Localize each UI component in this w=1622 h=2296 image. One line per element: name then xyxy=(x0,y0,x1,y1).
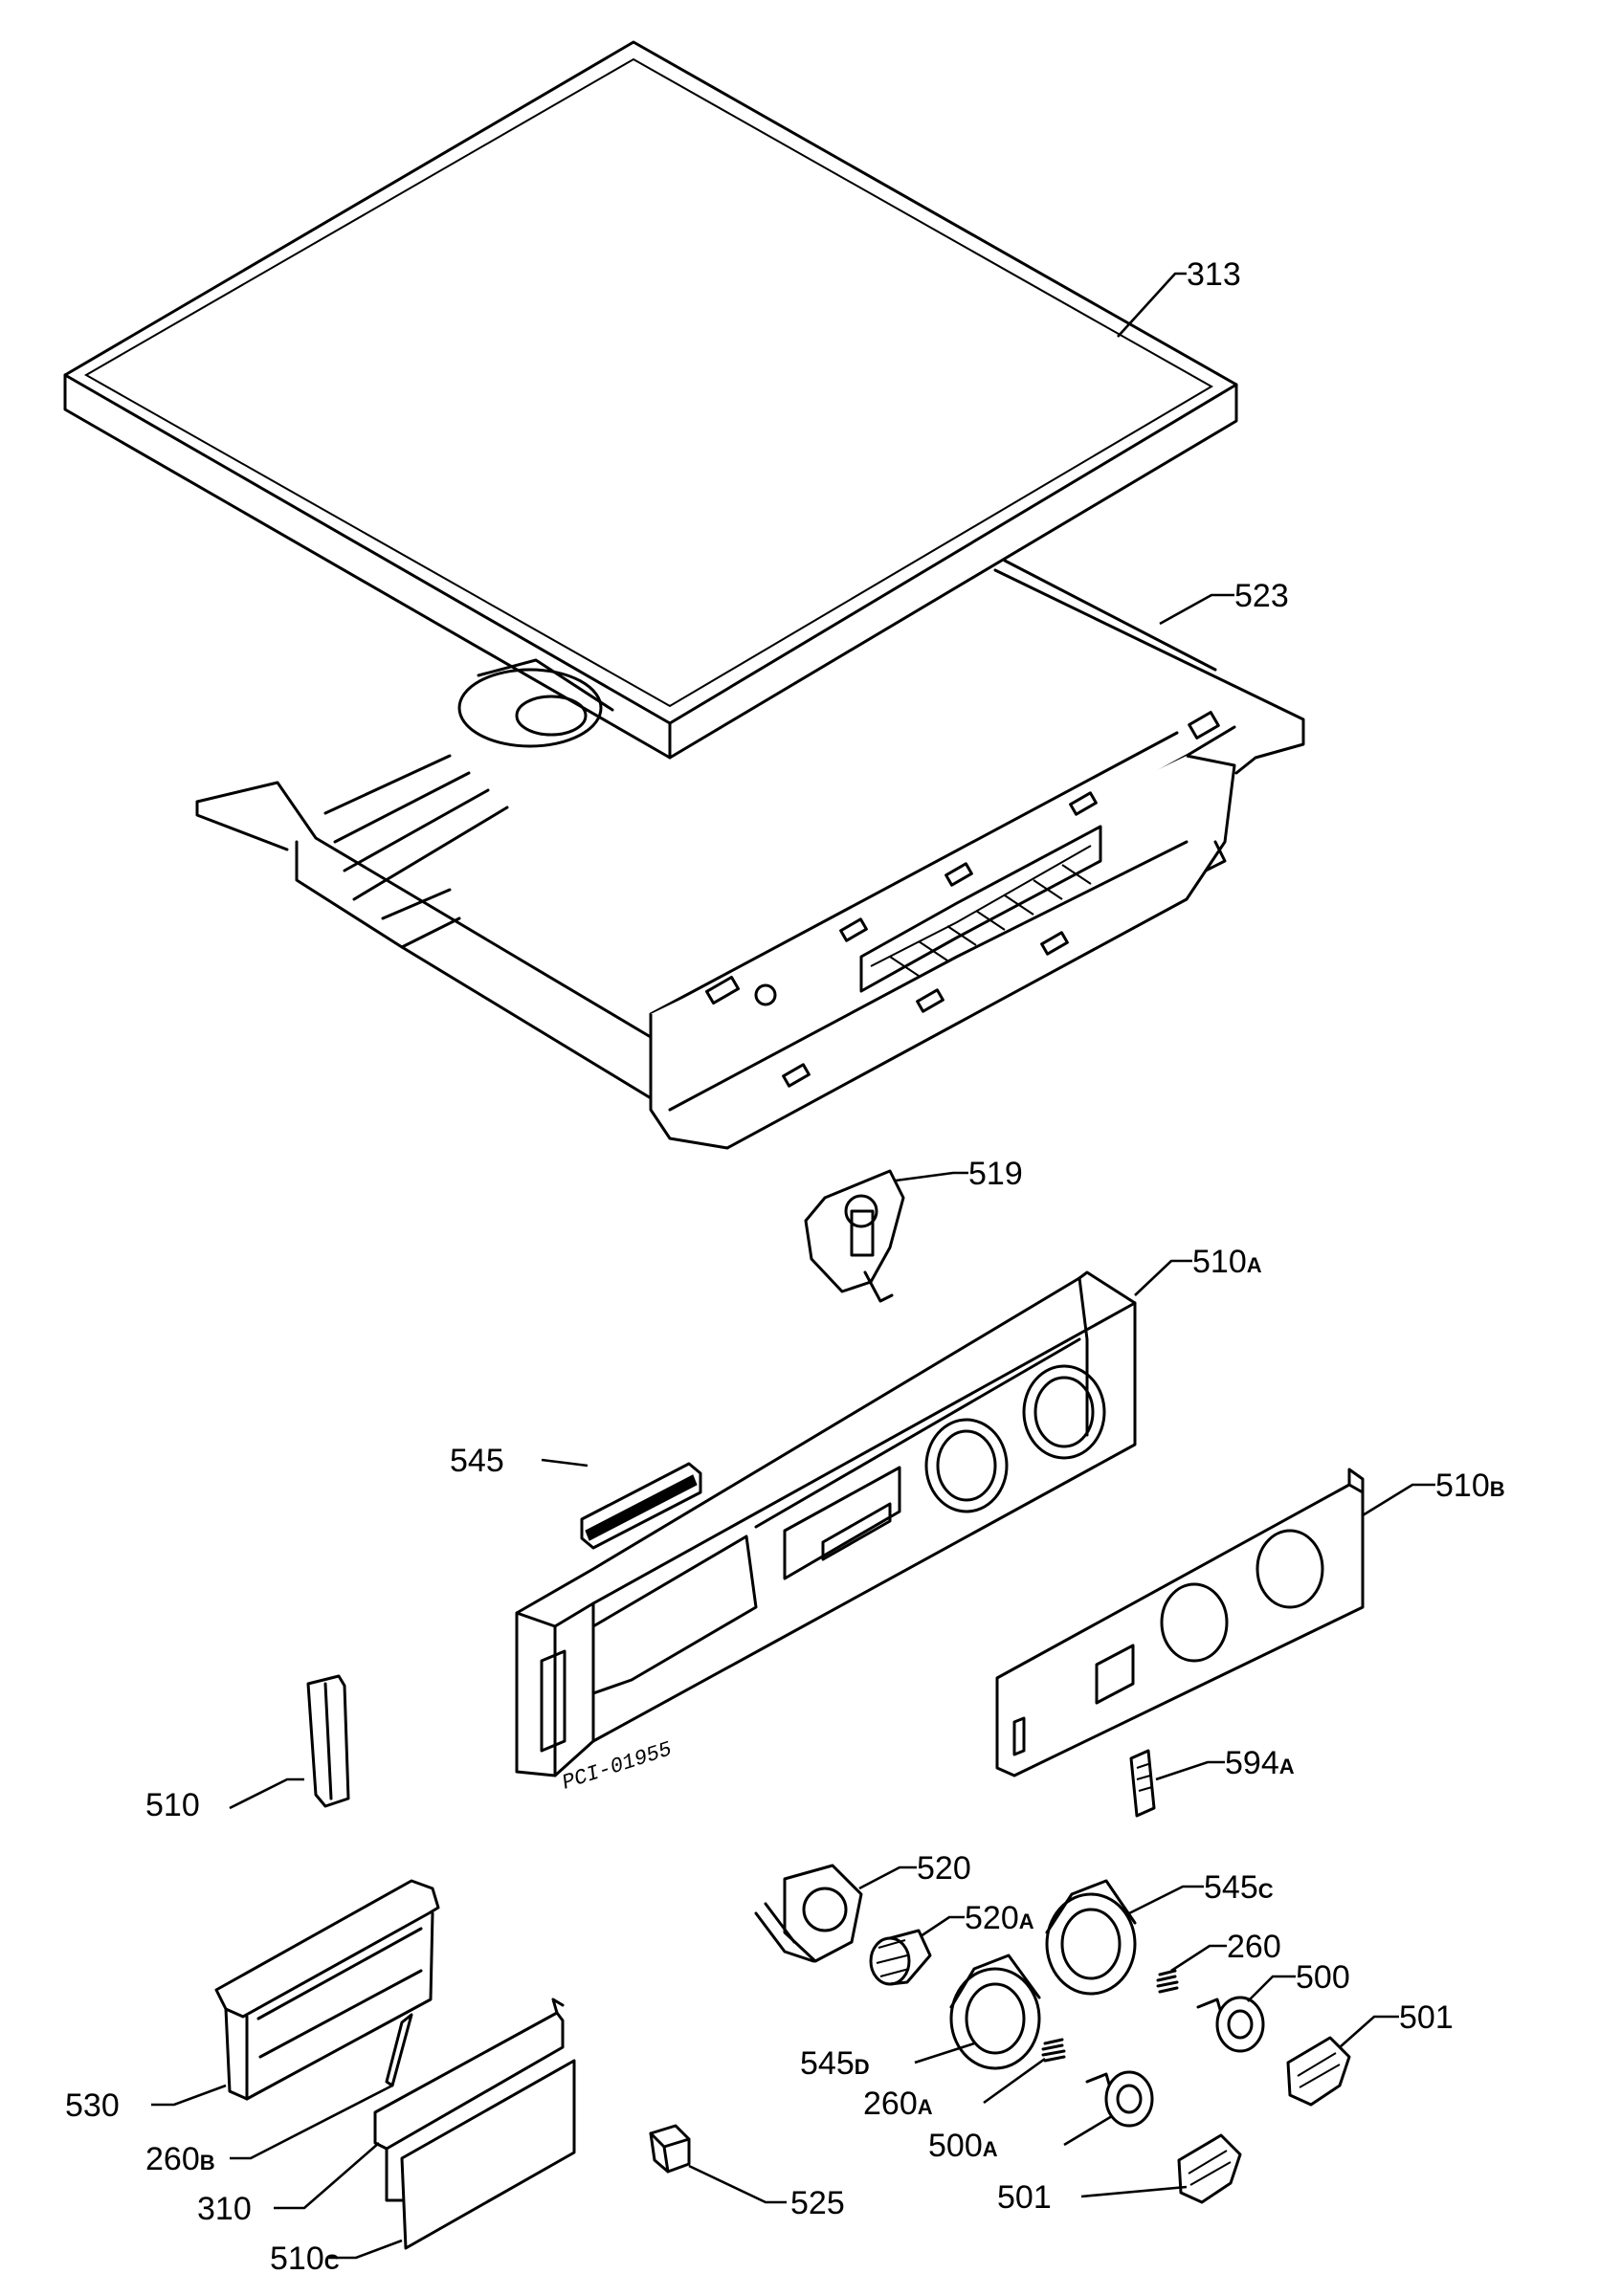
callout-519: 519 xyxy=(968,1156,1023,1192)
callout-520: 520 xyxy=(917,1850,971,1887)
callout-260: 260 xyxy=(1227,1929,1281,1965)
part-500a-spindle xyxy=(1085,2070,1154,2128)
callout-500: 500 xyxy=(1296,1959,1350,1996)
callout-501-upper: 501 xyxy=(1399,1999,1454,2036)
part-510c-cover-plate xyxy=(385,2059,576,2250)
callout-530: 530 xyxy=(65,2087,120,2124)
part-310-panel xyxy=(373,1998,565,2151)
callout-313: 313 xyxy=(1187,256,1241,293)
part-545d-knob-bezel xyxy=(949,1954,1041,2070)
part-313-top-cover xyxy=(63,40,1238,760)
part-520a-coupler xyxy=(869,1929,932,1986)
callout-310: 310 xyxy=(197,2191,252,2227)
part-545-trim-strip xyxy=(580,1462,702,1550)
part-501-knob-lower xyxy=(1177,2133,1242,2204)
callout-525: 525 xyxy=(790,2185,845,2221)
part-545c-knob-bezel xyxy=(1045,1879,1137,1996)
callout-501-lower: 501 xyxy=(997,2179,1052,2216)
callout-labels: 313 523 519 510A 545 510B 510 594A 520 5… xyxy=(65,256,1505,2277)
callout-594a: 594A xyxy=(1225,1745,1295,1781)
part-519-bracket xyxy=(804,1169,905,1303)
part-260a-spring xyxy=(1041,2038,1066,2063)
callout-545: 545 xyxy=(450,1443,504,1479)
part-510a-control-panel: PCI-01955 xyxy=(515,1270,1137,1796)
callout-510c: 510C xyxy=(270,2241,340,2277)
part-510-corner-trim xyxy=(306,1674,350,1808)
callout-520a: 520A xyxy=(965,1900,1034,1936)
part-501-knob-upper xyxy=(1286,2036,1351,2107)
part-260b-hinge-spring xyxy=(385,2013,413,2087)
callout-545d: 545D xyxy=(800,2045,870,2082)
leader-lines xyxy=(151,272,1435,2260)
callout-545c: 545C xyxy=(1204,1869,1274,1906)
callout-510: 510 xyxy=(145,1787,200,1823)
part-260-spring xyxy=(1156,1969,1179,1994)
callout-260b: 260B xyxy=(145,2141,215,2177)
part-525-button xyxy=(649,2124,691,2174)
callout-500a: 500A xyxy=(928,2128,998,2164)
part-510b-facia-plate xyxy=(995,1468,1365,1777)
callout-523: 523 xyxy=(1234,578,1289,614)
callout-510b: 510B xyxy=(1435,1468,1505,1504)
callout-510a: 510A xyxy=(1192,1244,1262,1280)
part-520-switch xyxy=(754,1864,863,1963)
part-500-spindle xyxy=(1196,1996,1265,2053)
part-530-dispenser-handle xyxy=(214,1879,440,2101)
callout-260a: 260A xyxy=(863,2086,933,2122)
part-523-support-frame xyxy=(195,559,1305,1150)
part-594a-clip xyxy=(1129,1749,1156,1818)
